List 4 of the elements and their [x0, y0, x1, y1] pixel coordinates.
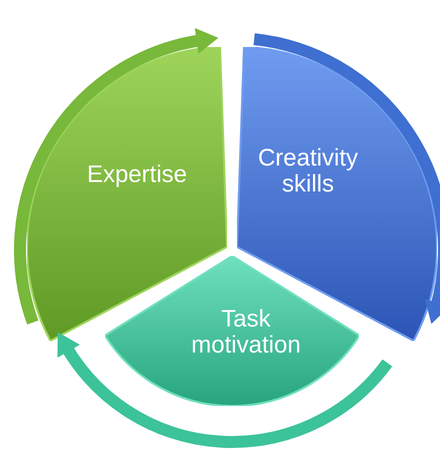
- segment-label: Expertise: [86, 162, 188, 188]
- segment-label: Task motivation: [190, 306, 302, 360]
- segment-label: Creativity skills: [256, 146, 359, 198]
- pie-segment: [104, 256, 360, 406]
